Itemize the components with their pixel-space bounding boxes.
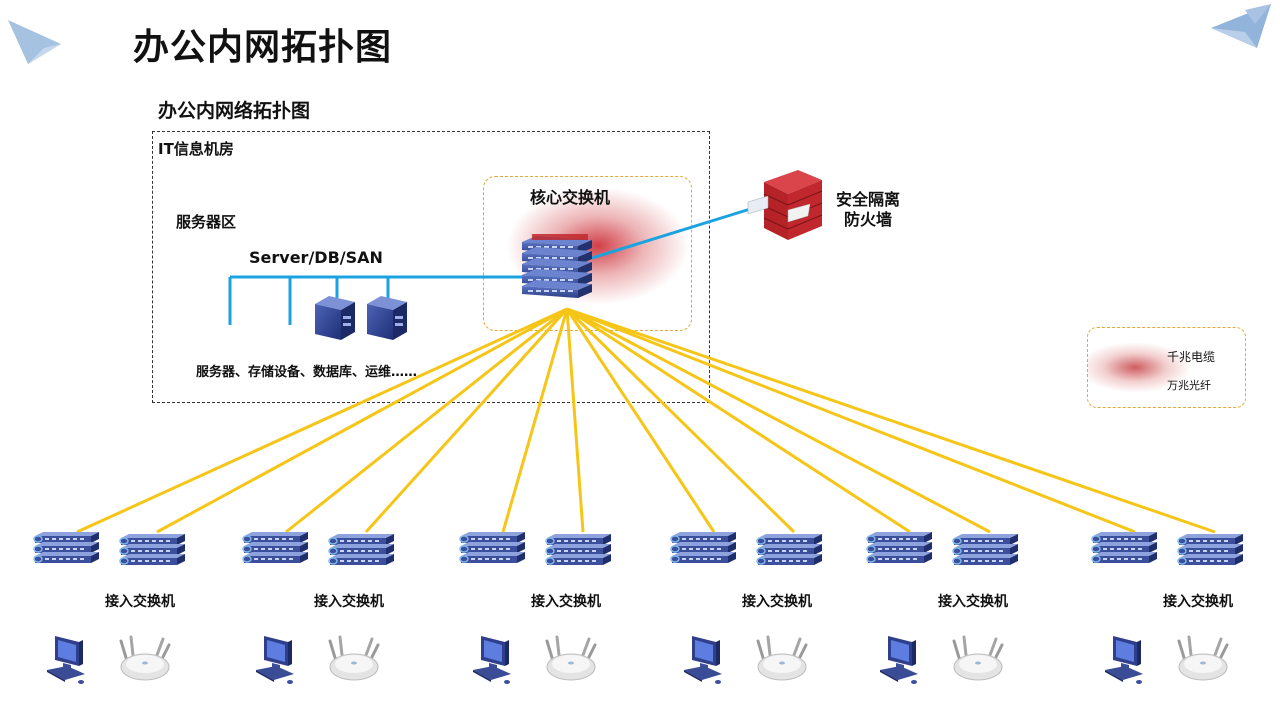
firewall-link: [591, 204, 761, 260]
wireless-ap-icon: [119, 635, 171, 681]
access-switch-icon: [328, 534, 394, 565]
access-switch-icon: [1091, 532, 1157, 563]
access-switch-label: 接入交换机: [105, 594, 175, 610]
fiber-link: [156, 307, 568, 534]
server-icon-1: [315, 296, 355, 340]
access-switch-icon: [952, 534, 1018, 565]
wireless-ap-icon: [952, 635, 1004, 681]
diagram-title: 办公内网络拓扑图: [158, 100, 311, 122]
access-switch-label: 接入交换机: [742, 594, 812, 610]
fiber-link: [565, 307, 796, 534]
firewall-icon: [747, 170, 823, 240]
access-switch-icon: [670, 532, 736, 563]
computer-icon: [47, 636, 85, 684]
access-group: [866, 532, 1018, 684]
access-switch-label: 接入交换机: [531, 594, 601, 610]
fiber-link: [566, 307, 991, 534]
fiber-link: [501, 308, 569, 533]
fiber-link: [566, 307, 1136, 534]
access-switch-icon: [866, 532, 932, 563]
page-title: 办公内网拓扑图: [133, 27, 393, 68]
legend-ten-gigabit-fiber: 万兆光纤: [1167, 379, 1211, 392]
server-icon-2: [367, 296, 407, 340]
computer-icon: [1105, 636, 1143, 684]
access-switch-icon: [242, 532, 308, 563]
fiber-link: [565, 308, 585, 533]
access-switch-label: 接入交换机: [1163, 594, 1233, 610]
fiber-link: [565, 308, 716, 533]
fiber-link: [566, 307, 1216, 534]
access-group: [33, 532, 185, 684]
fiber-link: [285, 307, 568, 534]
access-group: [459, 532, 611, 684]
server-bus: [228, 275, 560, 325]
firewall-label-line1: 安全隔离: [836, 190, 901, 209]
access-switch-icon: [33, 532, 99, 563]
wireless-ap-icon: [328, 635, 380, 681]
computer-icon: [256, 636, 294, 684]
access-group: [1091, 532, 1243, 684]
core-switch-layer: [522, 280, 592, 298]
access-switch-icon: [119, 534, 185, 565]
access-switch-icon: [459, 532, 525, 563]
firewall-label-line2: 防火墙: [844, 210, 893, 229]
wireless-ap-icon: [1177, 635, 1229, 681]
access-groups: [33, 532, 1243, 684]
firewall-label: 安全隔离 防火墙: [836, 190, 900, 230]
fiber-link: [566, 307, 911, 534]
access-switch-icon: [545, 534, 611, 565]
legend-box: [1087, 327, 1246, 408]
server-description: 服务器、存储设备、数据库、运维……: [196, 365, 418, 380]
wireless-ap-icon: [545, 635, 597, 681]
computer-icon: [473, 636, 511, 684]
access-switch-label: 接入交换机: [938, 594, 1008, 610]
core-switch-label: 核心交换机: [530, 188, 611, 207]
access-switch-icon: [756, 534, 822, 565]
fiber-link: [76, 307, 568, 534]
it-room-label: IT信息机房: [158, 140, 234, 158]
corner-decoration-left: [8, 20, 61, 64]
computer-icon: [880, 636, 918, 684]
access-switch-icon: [1177, 534, 1243, 565]
it-room-zone: [152, 131, 710, 403]
server-zone-label: 服务器区: [176, 213, 237, 231]
corner-decoration-right: [1211, 4, 1271, 48]
access-switch-label: 接入交换机: [314, 594, 384, 610]
server-db-label: Server/DB/SAN: [249, 248, 383, 267]
fiber-links: [76, 307, 1216, 534]
fiber-link: [364, 307, 569, 534]
legend-gigabit-cable: 千兆电缆: [1167, 350, 1216, 364]
access-group: [670, 532, 822, 684]
wireless-ap-icon: [756, 635, 808, 681]
access-group: [242, 532, 394, 684]
core-switch-icon: [522, 234, 592, 298]
computer-icon: [684, 636, 722, 684]
